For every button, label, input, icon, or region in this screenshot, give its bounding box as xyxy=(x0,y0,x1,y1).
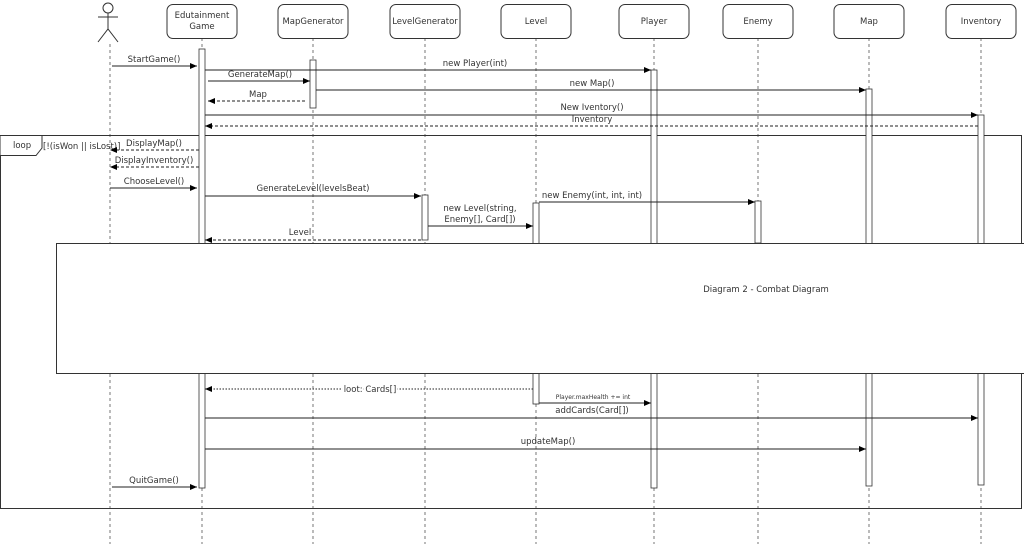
message-label: Inventory xyxy=(572,115,613,125)
participant-actor[interactable] xyxy=(97,2,119,43)
participant-label: Map xyxy=(860,17,878,27)
participant-label: Player xyxy=(641,17,668,27)
participant-mapgen[interactable]: MapGenerator xyxy=(277,4,349,39)
message-4[interactable]: Map xyxy=(208,90,305,104)
combat-diagram-ref[interactable]: Diagram 2 - Combat Diagram xyxy=(56,243,1024,374)
message-10[interactable]: GenerateLevel(levelsBeat) xyxy=(205,184,421,199)
message-label: GenerateMap() xyxy=(228,70,292,80)
message-label: Map xyxy=(249,90,267,100)
participant-map[interactable]: Map xyxy=(833,4,905,39)
participant-label: Level xyxy=(525,17,547,27)
message-9[interactable]: ChooseLevel() xyxy=(110,177,197,191)
message-3[interactable]: new Map() xyxy=(316,79,866,93)
participant-label: Enemy xyxy=(743,17,772,27)
participant-box xyxy=(618,4,690,39)
message-14[interactable]: loot: Cards[] xyxy=(205,383,533,397)
message-2[interactable]: GenerateMap() xyxy=(208,70,310,84)
loop-label: loop xyxy=(13,141,31,151)
message-6[interactable]: Inventory xyxy=(205,115,978,129)
message-15[interactable]: Player.maxHealth += int xyxy=(539,394,651,406)
participant-player[interactable]: Player xyxy=(618,4,690,39)
participant-box xyxy=(277,4,349,39)
message-5[interactable]: New Iventory() xyxy=(205,103,978,118)
participant-label: Game xyxy=(189,22,214,32)
loop-label-box xyxy=(0,135,43,156)
message-label: new Map() xyxy=(570,79,615,89)
message-13[interactable]: Level xyxy=(205,228,421,243)
participant-box xyxy=(500,4,572,39)
message-label: new Enemy(int, int, int) xyxy=(542,191,642,201)
message-label: DisplayMap() xyxy=(126,139,182,149)
actor-head xyxy=(102,2,114,14)
activation-bar xyxy=(421,194,429,241)
participant-level[interactable]: Level xyxy=(500,4,572,39)
message-label: Level xyxy=(289,228,311,238)
participant-label: Edutainment xyxy=(175,11,230,21)
message-11[interactable]: new Enemy(int, int, int) xyxy=(539,191,755,205)
activation-bar xyxy=(309,59,317,109)
activation-bar xyxy=(754,200,762,244)
message-label: StartGame() xyxy=(128,55,181,65)
loop-guard: [!(isWon || isLost)] xyxy=(43,142,120,152)
message-label: addCards(Card[]) xyxy=(555,406,628,416)
message-label: New Iventory() xyxy=(560,103,623,113)
message-0[interactable]: StartGame() xyxy=(112,55,197,69)
combat-diagram-label: Diagram 2 - Combat Diagram xyxy=(703,285,829,295)
message-7[interactable]: DisplayMap() xyxy=(110,139,199,153)
participant-levelgen[interactable]: LevelGenerator xyxy=(389,4,461,39)
message-label: DisplayInventory() xyxy=(115,156,194,166)
message-18[interactable]: QuitGame() xyxy=(112,476,197,490)
participant-box xyxy=(166,4,238,39)
participant-box xyxy=(833,4,905,39)
participant-inventory[interactable]: Inventory xyxy=(945,4,1017,39)
participant-label: LevelGenerator xyxy=(392,17,458,27)
participant-box xyxy=(389,4,461,39)
message-label: GenerateLevel(levelsBeat) xyxy=(256,184,369,194)
message-8[interactable]: DisplayInventory() xyxy=(110,156,199,170)
participant-label: Inventory xyxy=(961,17,1002,27)
message-label: updateMap() xyxy=(521,437,576,447)
message-label: QuitGame() xyxy=(129,476,179,486)
combat-diagram-box xyxy=(56,243,1024,374)
message-16[interactable]: addCards(Card[]) xyxy=(205,406,978,421)
message-17[interactable]: updateMap() xyxy=(205,437,866,452)
message-label: new Player(int) xyxy=(443,59,507,69)
participant-enemy[interactable]: Enemy xyxy=(722,4,794,39)
actor-legs xyxy=(97,28,119,43)
message-label: Enemy[], Card[]) xyxy=(444,215,515,225)
participant-box xyxy=(945,4,1017,39)
message-label: Player.maxHealth += int xyxy=(556,394,631,401)
message-12[interactable]: new Level(string,Enemy[], Card[]) xyxy=(428,204,533,229)
message-label: loot: Cards[] xyxy=(344,385,397,395)
participant-box xyxy=(722,4,794,39)
message-label: ChooseLevel() xyxy=(124,177,184,187)
message-1[interactable]: new Player(int) xyxy=(205,59,651,73)
message-label: new Level(string, xyxy=(443,204,516,214)
participant-label: MapGenerator xyxy=(282,17,344,27)
